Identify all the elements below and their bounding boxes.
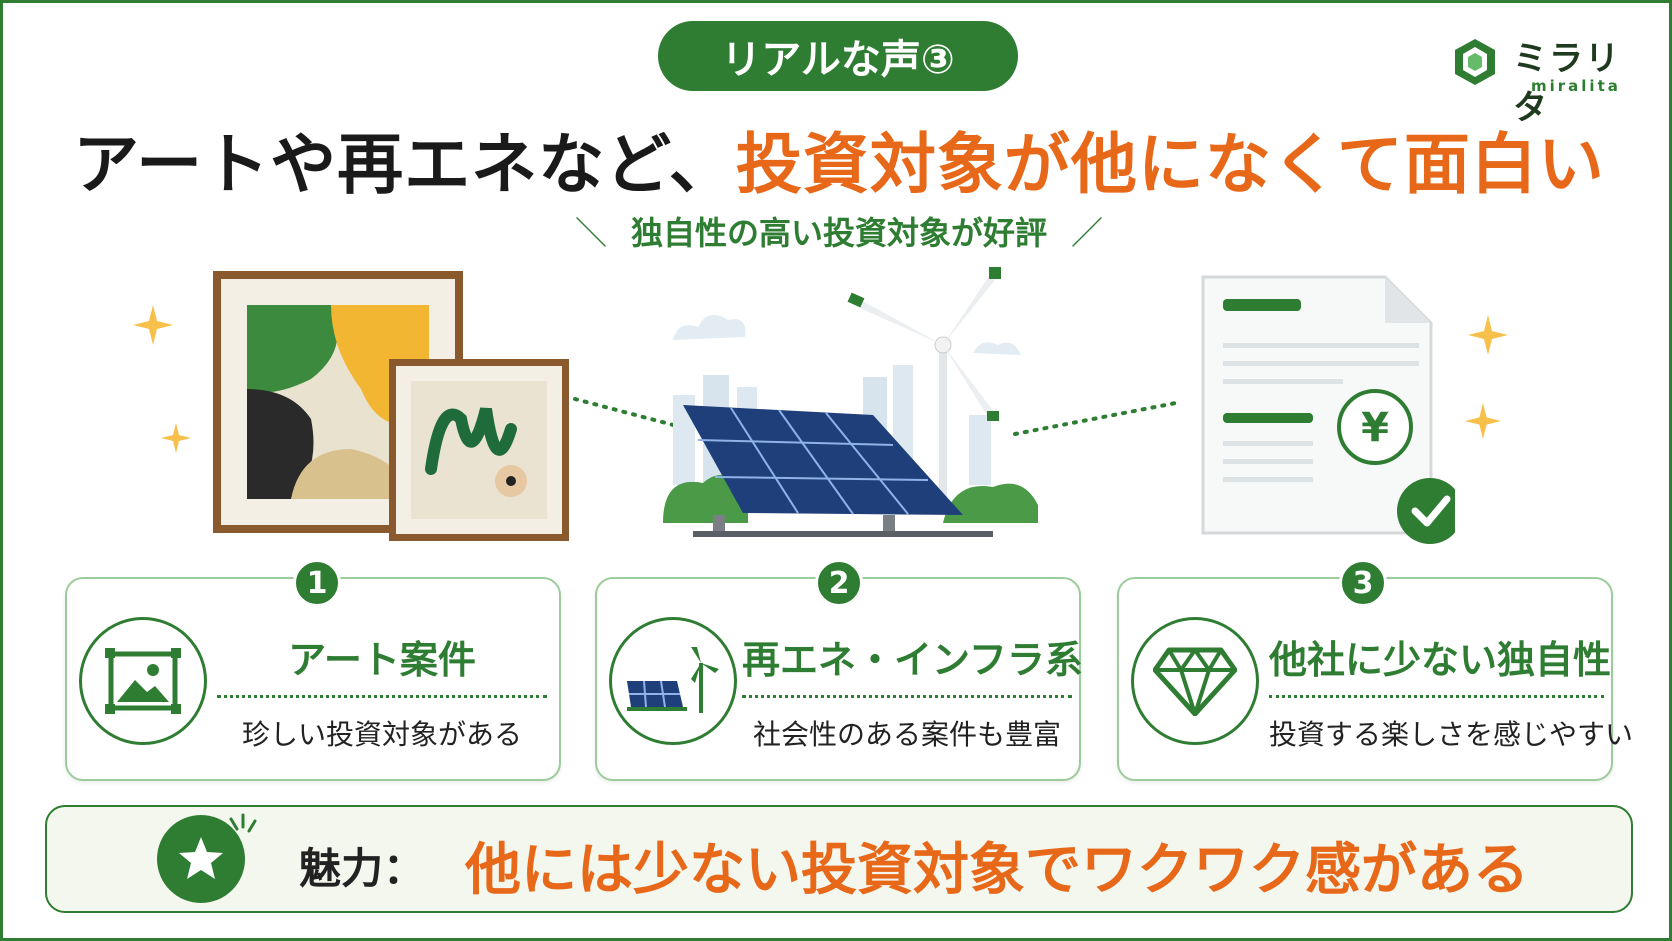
card-description: 珍しい投資対象がある: [241, 718, 522, 751]
subhead-left-slash: ＼: [574, 214, 607, 252]
solar-wind-icon: [609, 617, 737, 745]
card-divider: [742, 695, 1072, 698]
brand-logo: ミラリタ miralita: [1453, 31, 1643, 128]
svg-text:¥: ¥: [1361, 405, 1389, 451]
subhead-text: 独自性の高い投資対象が好評: [630, 214, 1047, 252]
feature-card-art: アート案件 珍しい投資対象がある: [65, 577, 561, 781]
headline-part2: 投資対象が他になくて面白い: [735, 126, 1605, 203]
emphasis-marks-icon: [229, 813, 257, 833]
card-title: アート案件: [288, 638, 476, 682]
appeal-banner: 魅力： 他には少ない投資対象でワクワク感がある: [45, 805, 1633, 913]
feature-card-renewable: 再エネ・インフラ系 社会性のある案件も豊富: [595, 577, 1083, 781]
diamond-icon: [1131, 617, 1259, 745]
card-divider: [1269, 695, 1604, 698]
headline-part1: アートや再エネなど、: [73, 126, 736, 203]
logo-subtitle: miralita: [1531, 77, 1621, 95]
solar-wind-illustration: [663, 267, 1038, 537]
sparkle-icon: [1465, 403, 1501, 439]
sparkle-icon: [133, 305, 173, 345]
sparkle-icon: [161, 423, 191, 453]
dotted-connector: [573, 397, 683, 429]
appeal-text: 他には少ない投資対象でワクワク感がある: [465, 838, 1529, 903]
sparkle-icon: [1468, 315, 1508, 355]
subhead-right-slash: ／: [1071, 214, 1104, 252]
headline: アートや再エネなど、投資対象が他になくて面白い: [3, 111, 1672, 207]
title-badge: リアルな声③: [658, 21, 1018, 91]
card-description: 投資する楽しさを感じやすい: [1269, 718, 1634, 751]
subheadline: ＼ 独自性の高い投資対象が好評 ／: [3, 208, 1672, 254]
logo-name: ミラリタ: [1513, 39, 1621, 128]
art-frames-illustration: [213, 271, 569, 541]
picture-icon: [79, 617, 207, 745]
dotted-connector: [1013, 400, 1183, 436]
card-number-badge: 1: [293, 559, 341, 607]
card-title: 他社に少ない独自性: [1269, 638, 1612, 682]
star-icon: [157, 815, 245, 903]
card-number-badge: 2: [815, 559, 863, 607]
logo-hexagon-icon: [1455, 39, 1495, 85]
appeal-label: 魅力：: [299, 844, 426, 893]
document-yen-illustration: ¥: [1201, 275, 1455, 544]
card-title: 再エネ・インフラ系: [742, 638, 1083, 682]
card-number-badge: 3: [1339, 559, 1387, 607]
card-description: 社会性のある案件も豊富: [752, 718, 1061, 751]
feature-card-unique: 他社に少ない独自性 投資する楽しさを感じやすい: [1117, 577, 1634, 781]
card-divider: [217, 695, 547, 698]
